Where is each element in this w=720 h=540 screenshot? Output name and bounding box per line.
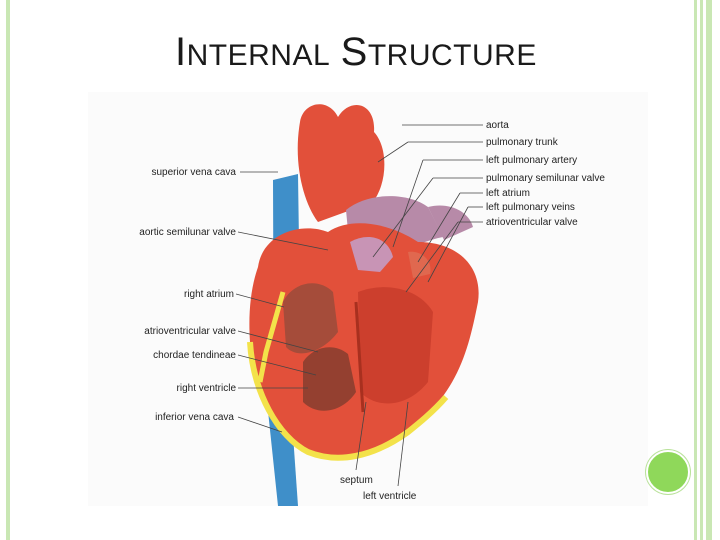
label-right-ventricle: right ventricle: [177, 383, 237, 394]
frame-stripe-right: [706, 0, 712, 540]
label-inferior-vena-cava: inferior vena cava: [155, 412, 234, 423]
heart-diagram: superior vena cava aortic semilunar valv…: [88, 92, 648, 506]
left-ventricle-chamber: [358, 287, 433, 403]
title-word: TRUCTURE: [368, 39, 537, 72]
frame-stripe-left: [6, 0, 10, 540]
label-pulmonary-semilunar-valve: pulmonary semilunar valve: [486, 173, 605, 184]
slide-title: INTERNAL STRUCTURE: [175, 30, 537, 75]
label-superior-vena-cava: superior vena cava: [152, 167, 237, 178]
label-left-atrium: left atrium: [486, 188, 530, 199]
label-left-ventricle: left ventricle: [363, 491, 417, 502]
label-aortic-semilunar-valve: aortic semilunar valve: [139, 227, 236, 238]
label-right-atrium: right atrium: [184, 289, 234, 300]
label-chordae-tendineae: chordae tendineae: [153, 350, 236, 361]
title-word: NTERNAL: [187, 39, 331, 72]
label-septum: septum: [340, 475, 373, 486]
right-ventricle-chamber: [303, 347, 356, 410]
frame-stripe-right: [694, 0, 697, 540]
frame-stripe-right: [700, 0, 703, 540]
decorative-circle: [646, 450, 690, 494]
label-aorta: aorta: [486, 120, 509, 131]
label-left-pulmonary-veins: left pulmonary veins: [486, 202, 575, 213]
label-pulmonary-trunk: pulmonary trunk: [486, 137, 559, 148]
label-atrioventricular-valve-right: atrioventricular valve: [486, 217, 578, 228]
label-atrioventricular-valve-left: atrioventricular valve: [144, 326, 236, 337]
label-left-pulmonary-artery: left pulmonary artery: [486, 155, 577, 166]
title-initial: S: [341, 30, 368, 74]
title-initial: I: [175, 30, 187, 74]
